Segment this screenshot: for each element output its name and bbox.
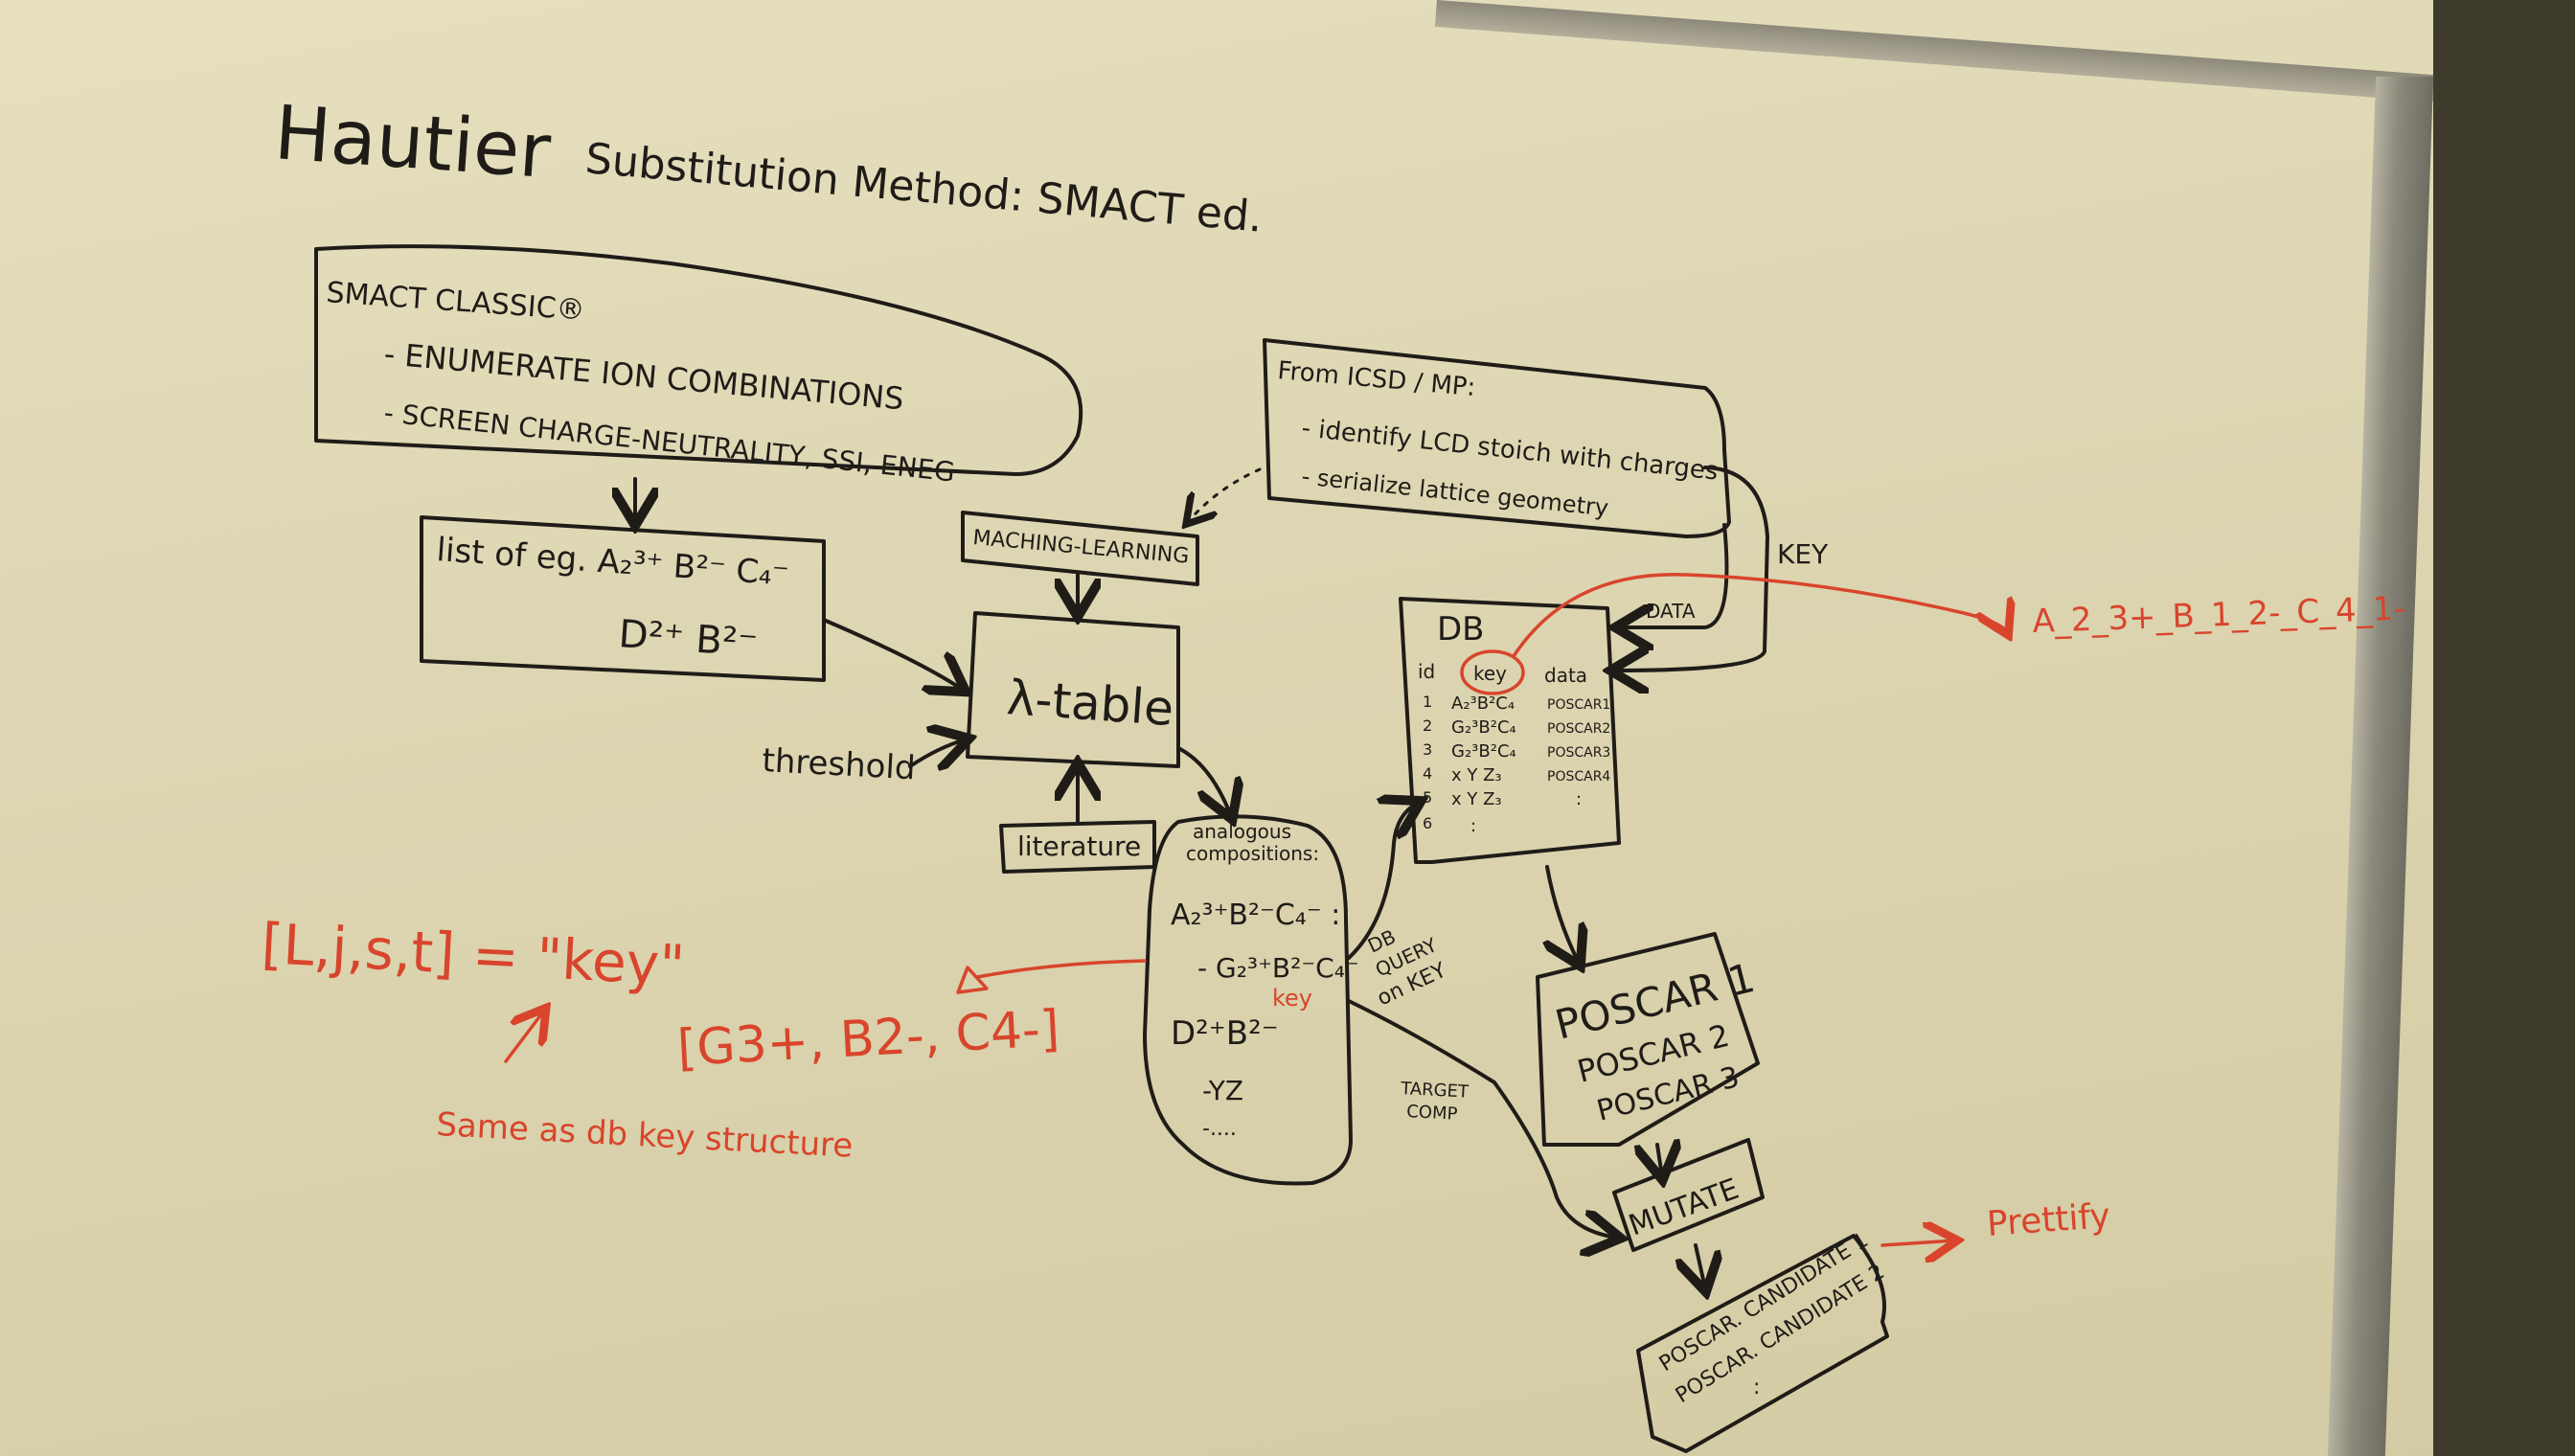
db-row-key: x Y Z₃ (1451, 789, 1502, 809)
threshold-label: threshold (762, 741, 917, 787)
db-row-data: POSCAR2 (1547, 721, 1610, 737)
db-row-id: 5 (1423, 788, 1432, 807)
arrow-db-to-poscar (1547, 865, 1579, 963)
title: Hautier Substitution Method: SMACT ed. (272, 90, 1265, 242)
red-arrow-to-left (975, 959, 1147, 979)
analogous-line4: -YZ (1202, 1075, 1243, 1106)
smact-heading: SMACT CLASSIC® (325, 276, 585, 328)
db-row-key: : (1470, 816, 1476, 836)
red-same-as: Same as db key structure (436, 1105, 855, 1166)
arrow-key (1614, 466, 1769, 671)
arrow-list-to-lambda (824, 619, 963, 690)
red-key-string: A_2_3+_B_1_2-_C_4_1- (2032, 589, 2405, 641)
db-row-data: : (1576, 789, 1582, 809)
db-row-key: x Y Z₃ (1451, 765, 1502, 785)
db-header-data: data (1544, 664, 1587, 687)
db-row-key: G₂³B²C₄ (1451, 741, 1516, 762)
db-row-data: POSCAR3 (1547, 745, 1610, 761)
db-row-id: 1 (1423, 693, 1432, 711)
db-title: DB (1437, 610, 1485, 648)
db-row-id: 3 (1423, 740, 1432, 759)
red-example-list: [G3+, B2-, C4-] (676, 1000, 1061, 1078)
analogous-line5: -.... (1202, 1117, 1237, 1141)
source-line2: - serialize lattice geometry (1300, 463, 1609, 521)
mutate-box: MUTATE (1612, 1138, 1765, 1252)
candidate-box: POSCAR. CANDIDATE 1 POSCAR. CANDIDATE 2 … (1636, 1228, 1889, 1453)
candidate-line3: : (1753, 1376, 1760, 1399)
db-box: DB id key data 1 A₂³B²C₄ POSCAR1 2 G₂³B²… (1399, 597, 1621, 864)
ml-box: MACHING-LEARNING (961, 511, 1199, 586)
db-row-data: POSCAR4 (1547, 769, 1610, 785)
source-box: From ICSD / MP: - identify LCD stoich wi… (1263, 338, 1731, 538)
db-rows: 1 A₂³B²C₄ POSCAR1 2 G₂³B²C₄ POSCAR2 3 G₂… (1423, 693, 1610, 836)
arrow-threshold-to-lambda (908, 739, 966, 766)
red-arrowhead-triangle (956, 966, 989, 994)
source-heading: From ICSD / MP: (1276, 356, 1476, 402)
db-header-id: id (1418, 660, 1435, 683)
analogous-line2: - G₂³⁺B²⁻C₄⁻ (1197, 952, 1359, 984)
lambda-label: λ-table (1005, 670, 1175, 737)
red-key-format: [L,j,s,t] = "key" (260, 911, 686, 998)
literature-label: literature (1017, 830, 1141, 862)
db-row-key: G₂³B²C₄ (1451, 717, 1516, 738)
arrow-query-to-db (1347, 803, 1418, 960)
db-header-key: key (1473, 662, 1507, 685)
wall-background (2433, 0, 2575, 1456)
red-prettify: Prettify (1986, 1196, 2111, 1244)
key-label: KEY (1777, 538, 1829, 570)
db-key-circle (1460, 649, 1525, 695)
red-arrow-key-to-string (1512, 573, 2007, 658)
arrow-target-to-mutate (1347, 999, 1617, 1238)
db-row-id: 2 (1423, 717, 1432, 735)
dotted-arrow-source-to-ml (1188, 467, 1262, 522)
arrow-poscar-to-mutate (1657, 1145, 1662, 1176)
lambda-table-box: λ-table (966, 611, 1180, 768)
analogous-heading2: compositions: (1186, 842, 1319, 865)
analogous-line3: D²⁺B²⁻ (1171, 1014, 1279, 1053)
db-row-data: POSCAR1 (1547, 697, 1610, 713)
data-label: DATA (1646, 600, 1696, 623)
arrow-mutate-to-candidates (1696, 1243, 1705, 1288)
analogous-box: analogous compositions: A₂³⁺B²⁻C₄⁻ : - G… (1143, 814, 1359, 1186)
db-row-id: 4 (1423, 764, 1432, 783)
list-line1: list of eg. A₂³⁺ B²⁻ C₄⁻ (435, 531, 790, 594)
red-arrow-same-as (504, 1011, 544, 1063)
analogous-heading1: analogous (1193, 820, 1291, 843)
db-row-id: 6 (1423, 814, 1432, 832)
analogous-key-note: key (1272, 985, 1312, 1012)
title-rest: Substitution Method: SMACT ed. (583, 134, 1265, 242)
target-comp-1: TARGET (1400, 1079, 1470, 1103)
smact-classic-box: SMACT CLASSIC® - ENUMERATE ION COMBINATI… (314, 244, 1083, 489)
db-row-key: A₂³B²C₄ (1451, 694, 1515, 714)
poscar-box: POSCAR 1 POSCAR 2 POSCAR 3 (1536, 932, 1760, 1147)
red-arrow-prettify (1880, 1240, 1954, 1245)
arrow-lambda-to-analogous (1178, 747, 1231, 816)
literature-box: literature (999, 820, 1156, 874)
arrow-data (1619, 523, 1729, 627)
list-box: list of eg. A₂³⁺ B²⁻ C₄⁻ D²⁺ B²⁻ (420, 515, 826, 682)
target-comp-2: COMP (1406, 1102, 1458, 1125)
analogous-line1: A₂³⁺B²⁻C₄⁻ : (1171, 899, 1340, 932)
title-name: Hautier (272, 90, 555, 195)
list-line2: D²⁺ B²⁻ (617, 612, 759, 666)
